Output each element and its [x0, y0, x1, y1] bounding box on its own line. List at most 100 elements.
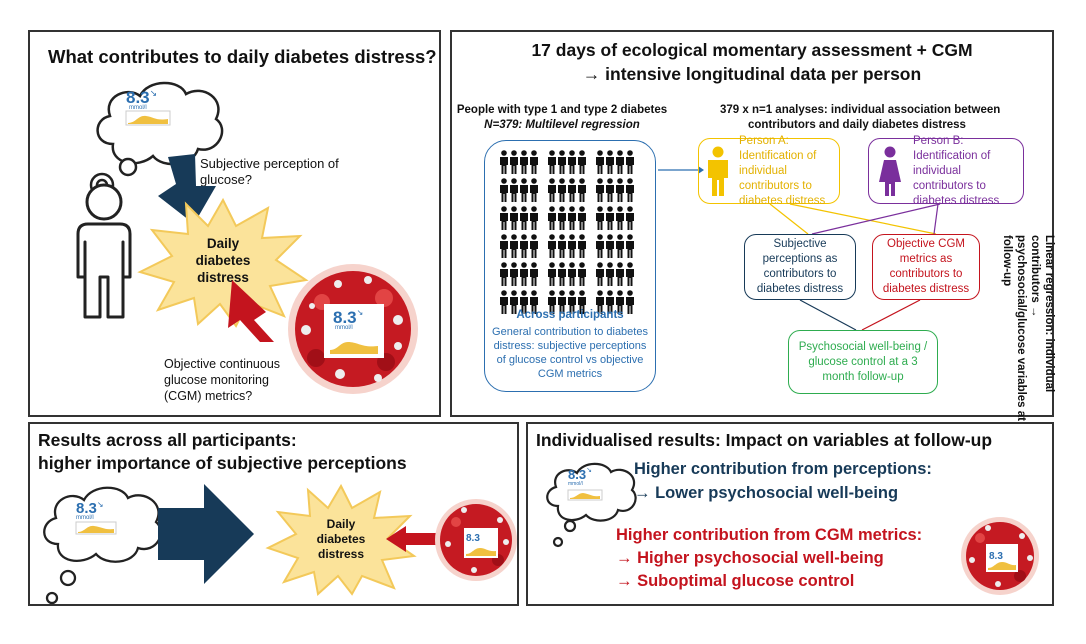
person-figure-icon: [596, 234, 604, 258]
person-figure-icon: [606, 206, 614, 230]
person-figure-icon: [500, 234, 508, 258]
person-figure-icon: [500, 150, 508, 174]
person-figure-icon: [500, 178, 508, 202]
person-figure-icon: [558, 178, 566, 202]
cgm-blood-icon: [288, 264, 418, 394]
results-burst-icon: [265, 483, 417, 596]
person-figure-icon: [578, 262, 586, 286]
objective-label: Objective continuous glucose monitoring …: [164, 357, 281, 403]
person-figure-icon: [626, 234, 634, 258]
glucose-graph-icon: [125, 110, 171, 126]
person-figure-icon: [520, 206, 528, 230]
red-small-arrow-icon: [386, 526, 440, 552]
cgm-unit: mmol/l: [335, 325, 353, 331]
results-glucose: 8.3↘ mmol/l: [75, 500, 130, 539]
connector-lines: [658, 166, 941, 331]
person-figure-icon: [616, 178, 624, 202]
cgm-item-1: → Higher psychosocial well-being: [616, 549, 884, 567]
person-figure-icon: [530, 290, 538, 314]
outcome-box: Psychosocial well-being / glucose contro…: [788, 330, 938, 394]
trend-arrow-icon: ↘: [149, 88, 158, 98]
person-a-icon: [708, 146, 728, 196]
person-figure-icon: [568, 178, 576, 202]
person-figure-icon: [510, 150, 518, 174]
person-figure-icon: [626, 178, 634, 202]
distress-burst-icon: [137, 197, 309, 328]
across-title: Across participants: [516, 309, 624, 321]
person-figure-icon: [548, 262, 556, 286]
navy-arrow-icon: [158, 154, 216, 224]
results-cgm-value: 8.3: [466, 533, 480, 544]
panel-title: What contributes to daily diabetes distr…: [48, 46, 437, 67]
person-figure-icon: [616, 262, 624, 286]
cgm-trend-icon: ↘: [356, 308, 364, 317]
person-figure-icon: [530, 150, 538, 174]
person-figure-icon: [500, 206, 508, 230]
participants-box: [484, 140, 656, 392]
indiv-glucose: 8.3↘ mmol/l: [567, 466, 614, 505]
person-figure-icon: [510, 206, 518, 230]
person-figure-icon: [578, 206, 586, 230]
person-figure-icon: [626, 206, 634, 230]
panel-contributors: What contributes to daily diabetes distr…: [28, 30, 441, 417]
person-figure-icon: [558, 150, 566, 174]
person-figure-icon: [520, 150, 528, 174]
results-trend-icon: ↘: [96, 500, 104, 509]
right-head-1: 379 x n=1 analyses: individual associati…: [720, 104, 1001, 116]
results-title-2: higher importance of subjective percepti…: [38, 453, 407, 473]
person-figure-icon: [606, 150, 614, 174]
objective-box: Objective CGM metrics as contributors to…: [872, 234, 980, 300]
indiv-glucose-value: 8.3: [568, 467, 587, 482]
person-figure-icon: [606, 234, 614, 258]
person-figure-icon: [520, 234, 528, 258]
person-figure-icon: [558, 290, 566, 314]
indiv-cgm-icon: [961, 517, 1039, 595]
results-cgm-icon: [435, 499, 517, 581]
person-figure-icon: [530, 178, 538, 202]
person-figure-icon: [568, 290, 576, 314]
person-figure-icon: [548, 206, 556, 230]
person-figure-icon: [500, 262, 508, 286]
person-figure-icon: [606, 290, 614, 314]
left-head-2: N=379: Multilevel regression: [484, 119, 640, 131]
person-figure-icon: [578, 290, 586, 314]
person-figure-icon: [500, 290, 508, 314]
person-figure-icon: [616, 234, 624, 258]
person-figure-icon: [520, 290, 528, 314]
indiv-cgm-value: 8.3: [989, 551, 1003, 562]
cgm-value: 8.3: [333, 308, 357, 327]
person-figure-icon: [596, 262, 604, 286]
person-a-box: Person A: Identification of individual c…: [698, 135, 840, 207]
person-figure-icon: [568, 262, 576, 286]
person-figure-icon: [606, 262, 614, 286]
person-figure-icon: [520, 178, 528, 202]
person-icon: [76, 183, 132, 319]
person-figure-icon: [530, 262, 538, 286]
cgm-reading: 8.3↘ mmol/l: [333, 308, 383, 331]
person-figure-icon: [568, 206, 576, 230]
person-figure-icon: [510, 234, 518, 258]
person-figure-icon: [520, 262, 528, 286]
person-figure-icon: [616, 150, 624, 174]
person-figure-icon: [568, 234, 576, 258]
person-figure-icon: [596, 290, 604, 314]
indiv-graph-icon: [567, 489, 603, 501]
navy-big-arrow-icon: [158, 484, 254, 584]
method-title-2: → intensive longitudinal data per person: [582, 64, 922, 84]
person-figure-icon: [578, 150, 586, 174]
perc-head: Higher contribution from perceptions:: [634, 460, 932, 478]
person-figure-icon: [548, 150, 556, 174]
indiv-title: Individualised results: Impact on variab…: [536, 430, 993, 450]
glucose-value: 8.3: [126, 88, 150, 107]
person-figure-icon: [548, 178, 556, 202]
panel-method: 17 days of ecological momentary assessme…: [450, 30, 1055, 421]
subjective-box: Subjective perceptions as contributors t…: [744, 234, 856, 300]
person-figure-icon: [606, 178, 614, 202]
person-figure-icon: [510, 262, 518, 286]
cgm-head: Higher contribution from CGM metrics:: [616, 526, 923, 544]
side-label: Linear regression: individual contributo…: [1001, 235, 1055, 421]
results-distress: Daily diabetes distress: [316, 517, 366, 561]
results-glucose-unit: mmol/l: [76, 515, 94, 521]
across-body: General contribution to diabetes distres…: [492, 326, 648, 380]
person-figure-icon: [510, 290, 518, 314]
